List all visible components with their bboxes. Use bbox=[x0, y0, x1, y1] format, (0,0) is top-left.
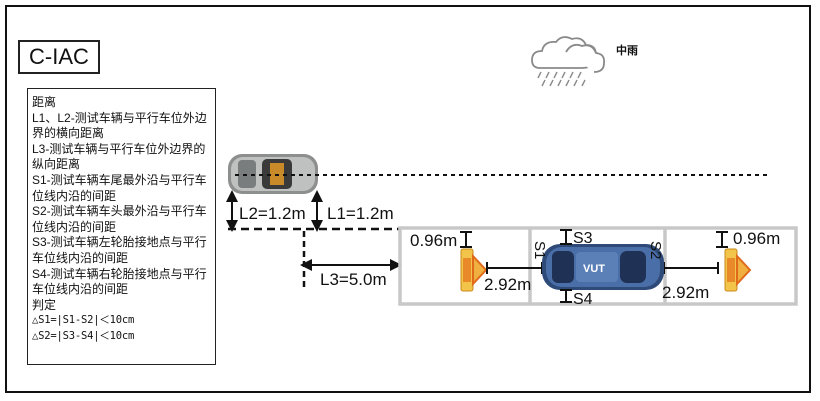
width-right-label: 0.96m bbox=[733, 229, 780, 248]
gap-left-label: 2.92m bbox=[484, 275, 531, 294]
s2-label: S2 bbox=[647, 241, 664, 259]
rain-cloud-icon bbox=[531, 36, 605, 87]
legend-judge-heading: 判定 bbox=[32, 297, 57, 312]
right-dummy-vehicle bbox=[724, 248, 752, 292]
s4-marker bbox=[560, 289, 572, 303]
width-right-marker bbox=[716, 231, 728, 248]
legend-box: 距离 L1、L2-测试车辆与平行车位外边界的横向距离 L3-测试车辆与平行车位外… bbox=[27, 88, 216, 365]
diagram-frame bbox=[5, 5, 811, 393]
page-title: C-IAC bbox=[18, 40, 100, 74]
legend-line-s1: S1-测试车辆车尾最外沿与平行车位线内沿的间距 bbox=[32, 172, 207, 203]
legend-line-l1l2: L1、L2-测试车辆与平行车位外边界的横向距离 bbox=[32, 110, 207, 141]
legend-line-s2: S2-测试车辆车头最外沿与平行车位线内沿的间距 bbox=[32, 204, 207, 234]
left-dummy-vehicle bbox=[460, 248, 488, 292]
legend-line-s4: S4-测试车辆右轮胎接地点与平行车位线内沿的间距 bbox=[32, 266, 207, 297]
legend-formula-1: △S1=|S1-S2|＜10cm bbox=[32, 314, 135, 327]
width-left-marker bbox=[460, 231, 472, 248]
s4-label: S4 bbox=[573, 291, 593, 308]
legend-line-l3: L3-测试车辆与平行车位外边界的纵向距离 bbox=[32, 141, 206, 172]
gap-right-marker bbox=[663, 262, 719, 274]
width-left-label: 0.96m bbox=[410, 231, 457, 250]
legend-formula-2: △S2=|S3-S4|＜10cm bbox=[32, 329, 135, 342]
gap-right-label: 2.92m bbox=[662, 283, 709, 302]
vut-vehicle bbox=[542, 244, 664, 290]
legend-heading: 距离 bbox=[32, 95, 57, 109]
test-vehicle bbox=[228, 154, 318, 194]
l2-label: L2=1.2m bbox=[239, 204, 306, 223]
s3-marker bbox=[560, 229, 572, 245]
l3-label: L3=5.0m bbox=[320, 270, 387, 289]
gap-left-marker bbox=[486, 262, 543, 274]
legend-line-s3: S3-测试车辆左轮胎接地点与平行车位线内沿的间距 bbox=[32, 235, 207, 265]
weather-label: 中雨 bbox=[616, 43, 638, 57]
vut-label: VUT bbox=[583, 263, 605, 275]
s1-label: S1 bbox=[531, 241, 548, 259]
l1-label: L1=1.2m bbox=[327, 204, 394, 223]
s3-label: S3 bbox=[573, 230, 593, 247]
